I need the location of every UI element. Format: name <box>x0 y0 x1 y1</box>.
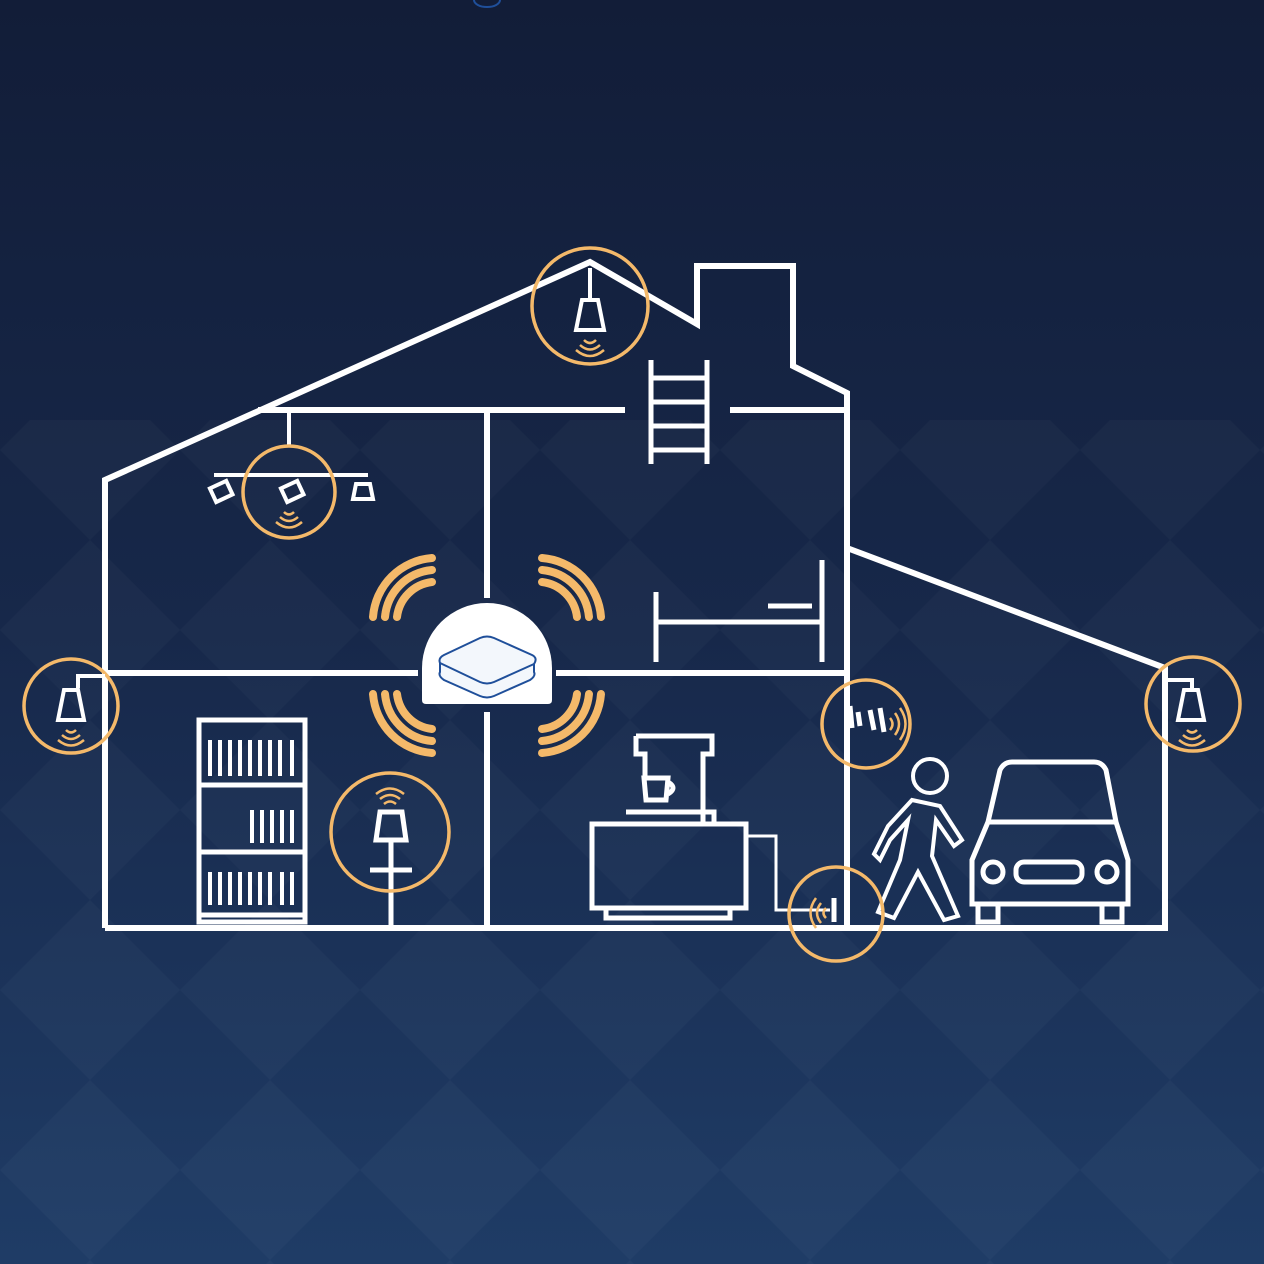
wall-lamp-icon[interactable] <box>22 657 120 755</box>
table-lamp-icon <box>370 809 412 928</box>
background-pattern <box>0 420 1264 1264</box>
signal-waves-icon <box>57 729 85 747</box>
pendant-lamp-icon[interactable] <box>530 246 650 366</box>
signal-waves-icon <box>809 897 827 929</box>
table-lamp-sensor-icon[interactable] <box>329 771 451 893</box>
garage-lamp-icon[interactable] <box>1144 655 1242 753</box>
bookshelf-icon <box>196 717 308 925</box>
signal-waves-icon <box>1178 729 1206 747</box>
car-icon <box>969 759 1131 925</box>
ladder-icon <box>648 360 710 464</box>
signal-waves-icon <box>275 511 303 529</box>
signal-waves-icon <box>375 787 405 806</box>
bed-icon <box>653 560 825 662</box>
signal-waves-icon <box>369 554 605 757</box>
chandelier-sensor-icon[interactable] <box>241 444 337 540</box>
smart-hub-icon[interactable] <box>422 0 552 704</box>
motion-sensor-icon[interactable] <box>820 678 912 770</box>
smart-plug-icon[interactable] <box>787 865 885 963</box>
coffee-machine-icon <box>589 733 830 921</box>
signal-waves-icon <box>575 339 605 358</box>
person-walking-icon <box>871 757 965 923</box>
chandelier-icon <box>207 410 376 505</box>
signal-waves-icon <box>888 707 907 741</box>
